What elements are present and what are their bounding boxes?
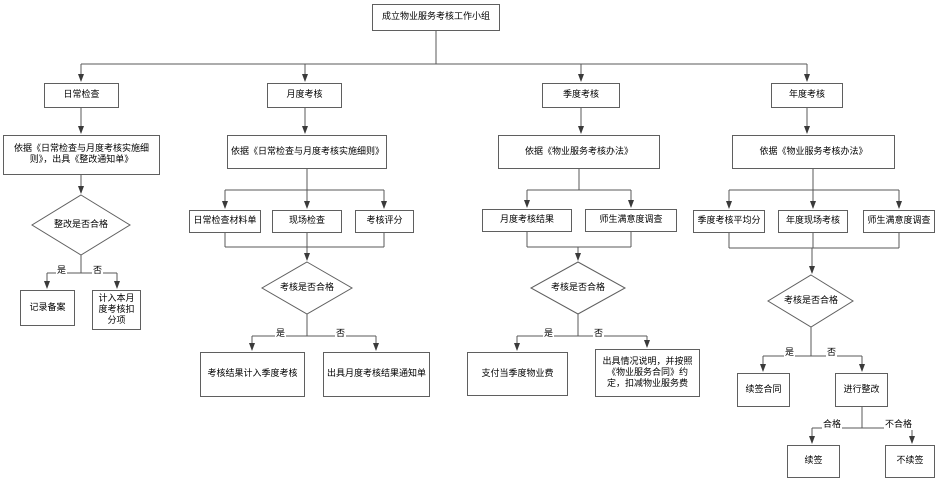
quarterly-no-node: 出具情况说明，并按照《物业服务合同》约定，扣减物业服务费 [595, 349, 700, 397]
daily-yes-edge-label: 是 [56, 266, 68, 276]
rework-fail-edge-label: 不合格 [884, 420, 914, 430]
annual-renew-node: 续签 [787, 445, 840, 478]
annual-yes-edge-label: 是 [784, 348, 796, 358]
annual-input-satisfaction-survey: 师生满意度调查 [863, 210, 935, 233]
annual-header-node: 年度考核 [771, 83, 843, 108]
monthly-decision-diamond [261, 261, 353, 315]
quarterly-input-monthly-results: 月度考核结果 [482, 209, 572, 232]
daily-basis-node: 依据《日常检查与月度考核实施细则》，出具《整改通知单》 [3, 135, 160, 175]
daily-no-node: 计入本月度考核扣分项 [92, 290, 141, 330]
connector-lines [44, 31, 915, 444]
daily-decision-diamond [31, 194, 131, 256]
annual-no-edge-label: 否 [826, 348, 838, 358]
quarterly-input-satisfaction-survey: 师生满意度调查 [585, 209, 677, 232]
quarterly-basis-node: 依据《物业服务考核办法》 [498, 135, 660, 169]
annual-input-quarterly-average: 季度考核平均分 [693, 210, 765, 233]
monthly-no-edge-label: 否 [335, 329, 347, 339]
quarterly-yes-node: 支付当季度物业费 [467, 352, 568, 396]
daily-yes-node: 记录备案 [20, 290, 75, 326]
quarterly-yes-edge-label: 是 [543, 329, 555, 339]
monthly-basis-node: 依据《日常检查与月度考核实施细则》 [227, 135, 387, 169]
annual-decision-diamond [767, 274, 854, 328]
annual-input-onsite-assessment: 年度现场考核 [778, 210, 848, 233]
annual-renew-contract-node: 续签合同 [737, 373, 790, 407]
monthly-header-node: 月度考核 [267, 83, 342, 108]
monthly-input-material-list: 日常检查材料单 [189, 210, 261, 233]
monthly-input-scoring: 考核评分 [355, 210, 414, 233]
daily-header-node: 日常检查 [44, 83, 119, 108]
monthly-no-node: 出具月度考核结果通知单 [323, 352, 430, 397]
monthly-yes-edge-label: 是 [275, 329, 287, 339]
annual-no-renew-node: 不续签 [885, 445, 935, 478]
monthly-yes-node: 考核结果计入季度考核 [200, 352, 305, 397]
annual-rework-node: 进行整改 [835, 373, 888, 407]
rework-pass-edge-label: 合格 [822, 420, 843, 430]
quarterly-no-edge-label: 否 [593, 329, 605, 339]
monthly-input-onsite-inspection: 现场检查 [272, 210, 342, 233]
daily-no-edge-label: 否 [92, 266, 104, 276]
start-node: 成立物业服务考核工作小组 [372, 4, 500, 31]
quarterly-header-node: 季度考核 [542, 83, 620, 108]
quarterly-decision-diamond [529, 261, 627, 315]
annual-basis-node: 依据《物业服务考核办法》 [732, 135, 895, 169]
